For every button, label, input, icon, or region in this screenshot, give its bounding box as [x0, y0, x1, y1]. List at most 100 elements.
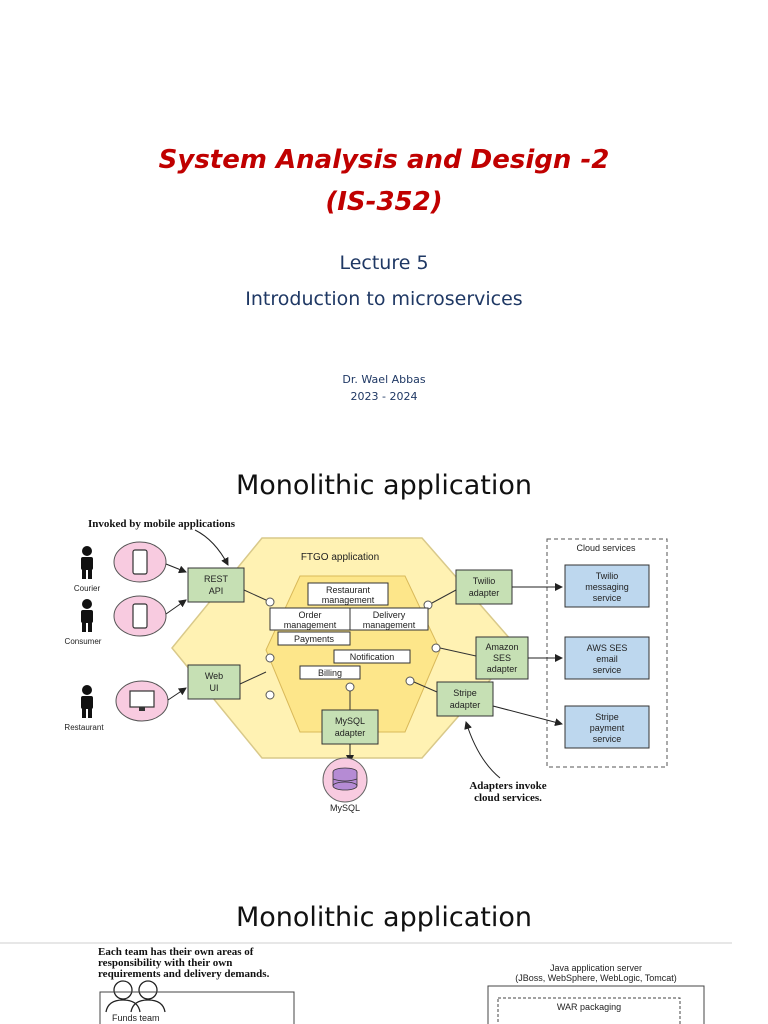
cloud-services-label: Cloud services [576, 543, 636, 553]
svg-text:adapter: adapter [450, 700, 481, 710]
phone-icon [132, 549, 148, 575]
adapters-note-arrow [464, 721, 501, 779]
phone-icon [132, 603, 148, 629]
svg-text:service: service [593, 665, 622, 675]
svg-text:SES: SES [493, 653, 511, 663]
arrow [167, 687, 187, 701]
app-server-box [487, 985, 705, 1024]
restaurant-label: Restaurant [64, 723, 104, 732]
monolithic-slide: Monolithic application Invoked by mobile… [0, 455, 768, 885]
module-delivery-management: Delivery management [349, 607, 429, 631]
mobile-device-consumer [113, 595, 167, 637]
team-note-line2: responsibility with their own [98, 957, 232, 969]
twilio-adapter-box: Twilio adapter [455, 569, 513, 605]
module-notification: Notification [333, 649, 411, 664]
svg-text:Order: Order [298, 610, 321, 620]
database-icon [332, 767, 358, 791]
academic-year: 2023 - 2024 [350, 390, 418, 403]
arrow [165, 599, 187, 615]
svg-text:Stripe: Stripe [453, 688, 477, 698]
team-note-line3: requirements and delivery demands. [98, 968, 270, 980]
svg-text:AWS SES: AWS SES [587, 643, 628, 653]
team-icon [105, 980, 166, 1013]
ftgo-app-label: FTGO application [301, 552, 379, 563]
mysql-database: MySQL [322, 757, 368, 813]
web-ui-box: Web UI [187, 664, 241, 700]
svg-text:service: service [593, 593, 622, 603]
server-title-line1: Java application server [550, 963, 642, 973]
ftgo-architecture-diagram: Invoked by mobile applications FTGO appl… [64, 518, 668, 813]
svg-text:Web: Web [205, 671, 223, 681]
module-order-management: Order management [269, 607, 351, 631]
invoked-note: Invoked by mobile applications [88, 518, 236, 530]
port-connectors [265, 597, 441, 700]
module-billing: Billing [299, 665, 361, 680]
course-title: System Analysis and Design -2 [158, 145, 610, 175]
svg-text:API: API [209, 586, 224, 596]
person-icon [81, 546, 93, 579]
svg-text:MySQL: MySQL [335, 716, 365, 726]
invoked-arrow [194, 529, 229, 566]
monitor-icon [129, 690, 155, 711]
funds-team-label: Funds team [112, 1013, 160, 1023]
connector-line [243, 589, 267, 601]
svg-text:UI: UI [210, 683, 219, 693]
mysql-adapter-box: MySQL adapter [321, 709, 379, 745]
war-packaging-box [497, 997, 681, 1024]
adapters-note-line1: Adapters invoke [469, 780, 546, 792]
stripe-service-box: Stripe payment service [564, 705, 650, 749]
person-icon [81, 599, 93, 632]
svg-text:REST: REST [204, 574, 229, 584]
desktop-device-restaurant [115, 680, 169, 722]
svg-text:Notification: Notification [350, 652, 395, 662]
mysql-label: MySQL [330, 803, 360, 813]
team-note-line1: Each team has their own areas of [98, 946, 254, 958]
svg-text:management: management [284, 620, 337, 630]
cloud-services-group [546, 538, 668, 768]
svg-text:management: management [322, 595, 375, 605]
svg-text:Stripe: Stripe [595, 712, 619, 722]
funds-team-box [99, 991, 295, 1024]
svg-text:adapter: adapter [469, 588, 500, 598]
svg-text:Twilio: Twilio [596, 571, 619, 581]
course-code: (IS-352) [325, 187, 443, 217]
arrow [492, 705, 563, 727]
server-title-line2: (JBoss, WebSphere, WebLogic, Tomcat) [515, 973, 677, 983]
connector-line [431, 589, 457, 604]
ses-adapter-box: Amazon SES adapter [475, 636, 529, 680]
slide-heading: Monolithic application [235, 470, 532, 501]
svg-text:adapter: adapter [487, 664, 518, 674]
rest-api-box: REST API [187, 567, 245, 603]
title-slide: System Analysis and Design -2 (IS-352) L… [0, 0, 768, 455]
svg-text:adapter: adapter [335, 728, 366, 738]
courier-actor: Courier [74, 546, 100, 593]
slide-heading: Monolithic application [235, 902, 532, 933]
restaurant-actor: Restaurant [64, 685, 104, 732]
team-diagram: Each team has their own areas of respons… [0, 942, 732, 1024]
mobile-device-courier [113, 541, 167, 583]
connector-line [439, 647, 477, 657]
svg-text:Amazon: Amazon [485, 642, 518, 652]
consumer-label: Consumer [65, 637, 102, 646]
author-name: Dr. Wael Abbas [342, 373, 426, 386]
module-restaurant-management: Restaurant management [307, 582, 389, 606]
svg-text:Billing: Billing [318, 668, 342, 678]
svg-text:messaging: messaging [585, 582, 629, 592]
ses-service-box: AWS SES email service [564, 636, 650, 680]
twilio-service-box: Twilio messaging service [564, 564, 650, 608]
arrow [165, 563, 187, 574]
svg-text:management: management [363, 620, 416, 630]
module-payments: Payments [277, 631, 351, 646]
lecture-topic: Introduction to microservices [245, 288, 523, 310]
svg-text:Delivery: Delivery [373, 610, 406, 620]
adapters-note-line2: cloud services. [474, 792, 542, 804]
svg-text:service: service [593, 734, 622, 744]
monolithic-slide-2: Monolithic application Each team has the… [0, 885, 768, 1024]
connector-line [413, 681, 438, 693]
svg-text:email: email [596, 654, 618, 664]
svg-text:Restaurant: Restaurant [326, 585, 371, 595]
svg-text:Payments: Payments [294, 634, 335, 644]
consumer-actor: Consumer [65, 599, 102, 646]
stripe-adapter-box: Stripe adapter [436, 681, 494, 717]
svg-text:payment: payment [590, 723, 625, 733]
